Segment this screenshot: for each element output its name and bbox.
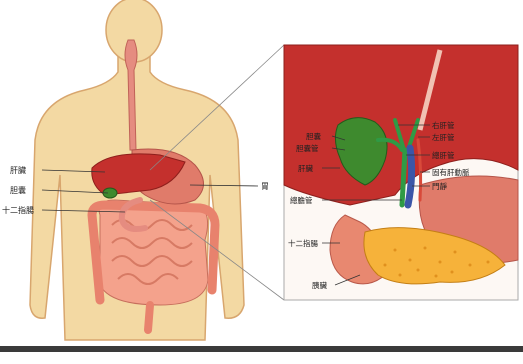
label-hepatic-artery: 固有肝動脈	[432, 167, 470, 177]
rectum	[148, 305, 150, 330]
bottom-bar	[0, 346, 523, 352]
label-gallbladder-left: 胆囊	[10, 185, 26, 195]
label-duodenum-left: 十二指腸	[2, 205, 34, 215]
label-duodenum-inset: 十二指腸	[288, 238, 318, 248]
label-portal-vein: 門靜	[432, 181, 447, 191]
label-liver-left: 肝臟	[10, 165, 26, 175]
portal-vein	[408, 148, 412, 205]
inset-panel	[284, 45, 518, 300]
label-stomach-left: 胃	[261, 182, 269, 191]
label-left-hepatic-duct: 左肝管	[432, 132, 455, 142]
label-liver-inset: 肝臟	[298, 163, 313, 173]
label-right-hepatic-duct: 右肝管	[432, 120, 455, 130]
small-intestine	[99, 200, 208, 305]
label-common-hepatic-duct: 總肝管	[432, 150, 455, 160]
label-common-bile-duct: 總膽管	[290, 195, 313, 205]
label-cystic-duct: 胆囊管	[296, 143, 319, 153]
label-pancreas: 胰臟	[312, 280, 327, 290]
label-gallbladder-inset: 胆囊	[306, 131, 321, 141]
